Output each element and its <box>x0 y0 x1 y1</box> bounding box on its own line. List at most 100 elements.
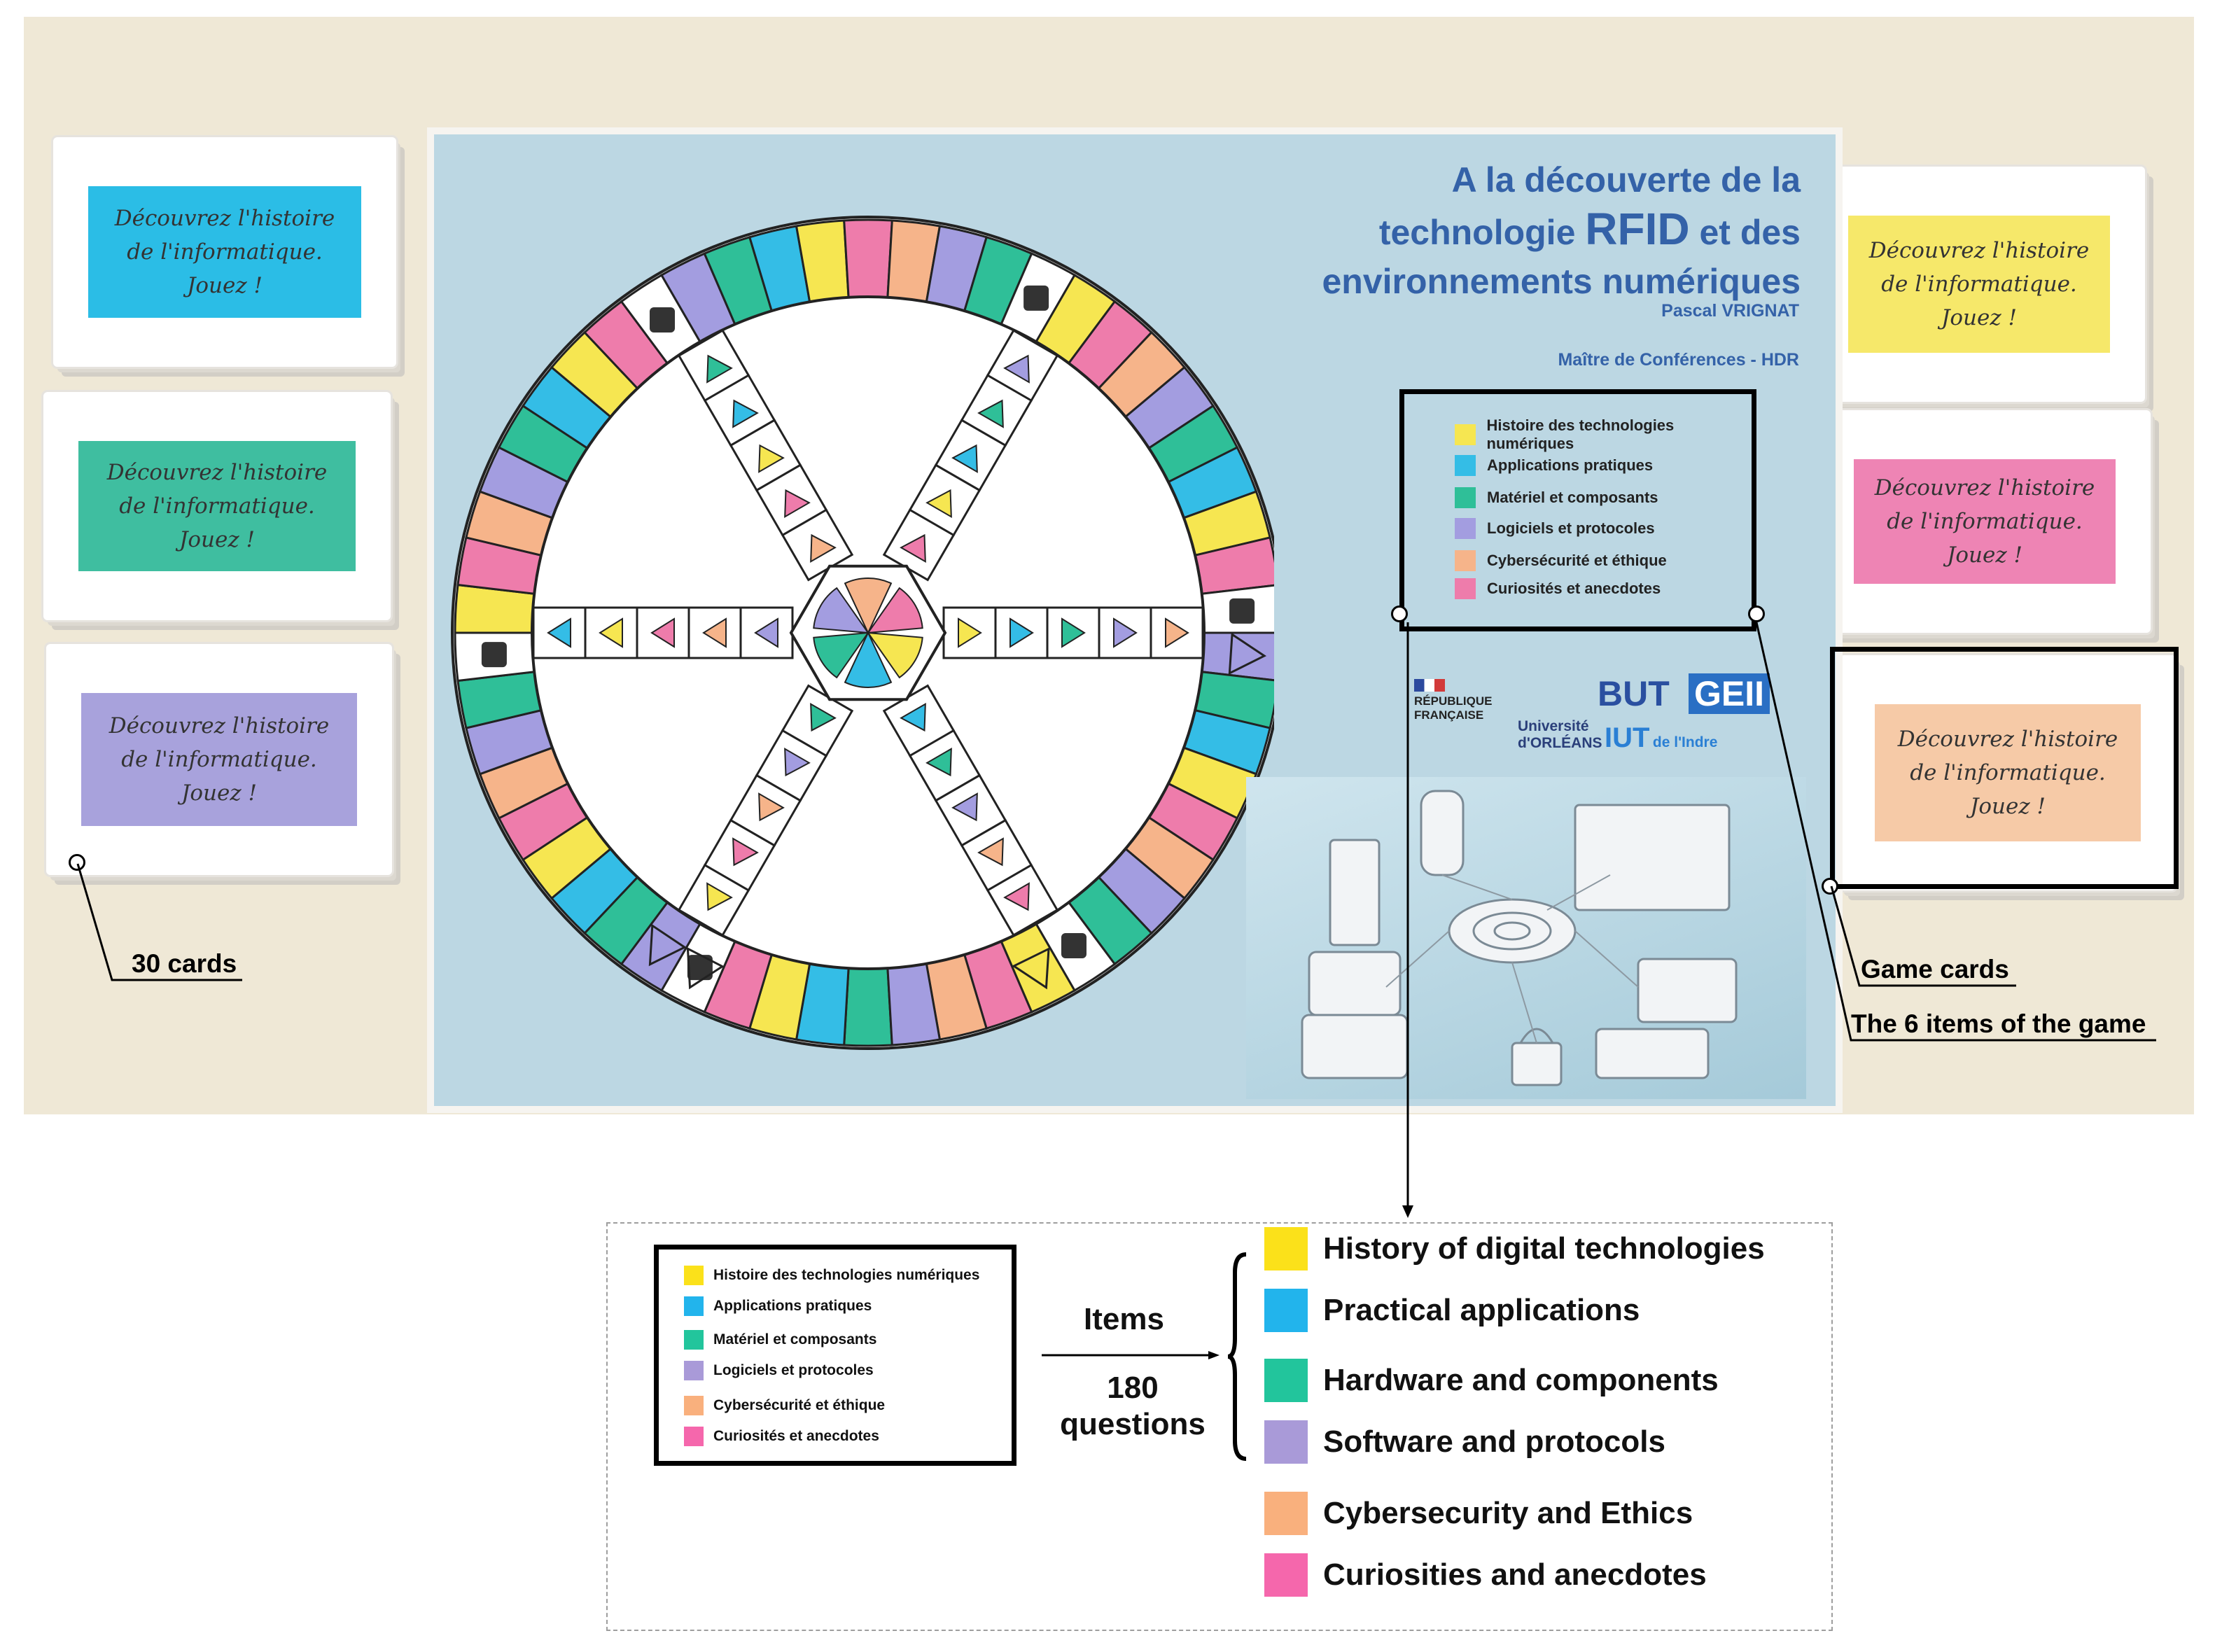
diagram-en-legend-item: Cybersecurity and Ethics <box>1264 1491 1693 1536</box>
legend-label: Applications pratiques <box>1487 456 1654 474</box>
legend-swatch <box>1264 1227 1308 1270</box>
game-cards-label: Game cards <box>1861 955 2009 983</box>
title-line-3: environnements numériques <box>1322 262 1801 301</box>
board-author: Pascal VRIGNAT <box>1661 301 1799 321</box>
legend-swatch <box>1264 1289 1308 1332</box>
spoke-triangle-icon <box>706 882 733 911</box>
legend-highlight-frame <box>1399 389 1756 631</box>
legend-label: Curiosities and anecdotes <box>1323 1558 1707 1592</box>
board-legend-item: Logiciels et protocoles <box>1455 517 1655 540</box>
cards-count-label: 30 cards <box>132 949 237 978</box>
legend-label: Curiosités et anecdotes <box>1487 580 1661 597</box>
board-game-photo: Découvrez l'histoire de l'informatique. … <box>24 17 2194 1114</box>
legend-label: Cybersecurity and Ethics <box>1323 1496 1693 1530</box>
legend-label: Logiciels et protocoles <box>713 1362 874 1378</box>
spoke-triangle-icon <box>732 399 759 428</box>
diagram-fr-legend-item: Matériel et composants <box>684 1329 876 1350</box>
spoke-triangle-icon <box>599 617 623 648</box>
spoke-triangle-icon <box>547 617 571 648</box>
iut-label: IUT <box>1605 722 1650 753</box>
legend-label: Hardware and components <box>1323 1363 1719 1397</box>
spoke <box>532 606 794 659</box>
legend-swatch <box>1264 1420 1308 1464</box>
legend-swatch <box>1264 1553 1308 1597</box>
legend-label: Curiosités et anecdotes <box>713 1428 879 1444</box>
card-stack-pink: Découvrez l'histoire de l'informatique. … <box>1819 410 2151 633</box>
diagram-en-legend-item: Practical applications <box>1264 1288 1640 1333</box>
legend-swatch <box>1264 1359 1308 1402</box>
logos-block: RÉPUBLIQUE FRANÇAISE Université d'ORLÉAN… <box>1414 673 1806 771</box>
diagram-fr-legend-item: Histoire des technologies numériques <box>684 1265 979 1286</box>
legend-label: Applications pratiques <box>713 1298 872 1314</box>
spoke-triangle-icon <box>758 792 785 822</box>
diagram-fr-legend-item: Applications pratiques <box>684 1296 872 1317</box>
legend-swatch <box>1455 424 1476 445</box>
board-track <box>451 216 1274 1050</box>
spoke-triangle-icon <box>925 489 952 518</box>
spoke-triangle-icon <box>951 444 978 473</box>
spoke-triangle-icon <box>732 837 759 867</box>
legend-swatch <box>684 1361 704 1380</box>
game-board: A la découverte de la technologie RFID e… <box>434 134 1836 1106</box>
legend-label: Practical applications <box>1323 1293 1640 1327</box>
spoke-triangle-icon <box>784 748 811 777</box>
card-text: Découvrez l'histoire de l'informatique. … <box>109 713 330 806</box>
callout-dot <box>1822 878 1838 895</box>
universite-orleans-logo: Université d'ORLÉANS <box>1518 718 1602 752</box>
spoke-triangle-icon <box>1113 617 1138 648</box>
hub-wedge <box>866 631 923 679</box>
rf-line2: FRANÇAISE <box>1414 708 1484 722</box>
legend-swatch <box>684 1266 704 1285</box>
spoke-triangle-icon <box>958 617 982 648</box>
rfid-illustration <box>1246 777 1806 1099</box>
legend-swatch <box>1455 550 1476 571</box>
spoke-triangle-icon <box>977 399 1004 428</box>
geii-logo: GEII <box>1689 673 1770 714</box>
diagram-fr-legend-item: Curiosités et anecdotes <box>684 1426 879 1447</box>
spoke-triangle-icon <box>1003 882 1030 911</box>
legend-label: Cybersécurité et éthique <box>1487 552 1667 569</box>
legend-label: Matériel et composants <box>713 1331 877 1348</box>
legend-swatch <box>684 1296 704 1316</box>
wedge-outline-icon <box>1012 947 1050 990</box>
spoke-triangle-icon <box>1003 354 1030 384</box>
spoke-space <box>532 606 587 659</box>
board-role: Maître de Conférences - HDR <box>1558 350 1799 370</box>
title-part: et des <box>1689 213 1801 252</box>
diagram-en-legend-item: Hardware and components <box>1264 1358 1719 1403</box>
board-legend-item: Applications pratiques <box>1455 454 1653 477</box>
hub-wedge <box>844 631 893 688</box>
questions-label: questions <box>1060 1407 1206 1441</box>
wedge-outline-icon <box>1228 632 1267 676</box>
rfid-devices-drawing <box>1301 790 1738 1086</box>
board-legend-item: Histoire des technologies numériques <box>1455 416 1761 452</box>
title-line-2: technologie RFID et des <box>1322 204 1801 257</box>
track-space <box>843 218 893 299</box>
hub-wedge <box>813 587 870 634</box>
diagram-fr-legend-item: Cybersécurité et éthique <box>684 1395 885 1416</box>
iut-sub-label: de l'Indre <box>1652 734 1718 750</box>
spoke-triangle-icon <box>951 792 978 822</box>
dice-icon <box>1061 932 1086 958</box>
legend-swatch <box>1455 487 1476 508</box>
rf-line1: RÉPUBLIQUE <box>1414 694 1493 708</box>
spoke-triangle-icon <box>1061 617 1086 648</box>
legend-label: History of digital technologies <box>1323 1231 1765 1266</box>
legend-label: Logiciels et protocoles <box>1487 519 1655 537</box>
card-face: Découvrez l'histoire de l'informatique. … <box>1854 459 2116 584</box>
legend-label: Histoire des technologies numériques <box>1486 416 1675 452</box>
spoke-triangle-icon <box>1165 617 1189 648</box>
card-face: Découvrez l'histoire de l'informatique. … <box>78 441 356 571</box>
legend-label: Cybersécurité et éthique <box>713 1397 886 1413</box>
curly-brace <box>1227 1252 1247 1461</box>
hub-wedge <box>813 631 870 679</box>
spoke <box>882 684 1059 937</box>
board-title: A la découverte de la technologie RFID e… <box>1322 155 1801 306</box>
spoke <box>677 684 854 937</box>
legend-swatch <box>1455 518 1476 539</box>
spoke-triangle-icon <box>900 533 926 564</box>
items-label: Items <box>1084 1302 1164 1336</box>
items-arrow <box>1042 1351 1220 1359</box>
